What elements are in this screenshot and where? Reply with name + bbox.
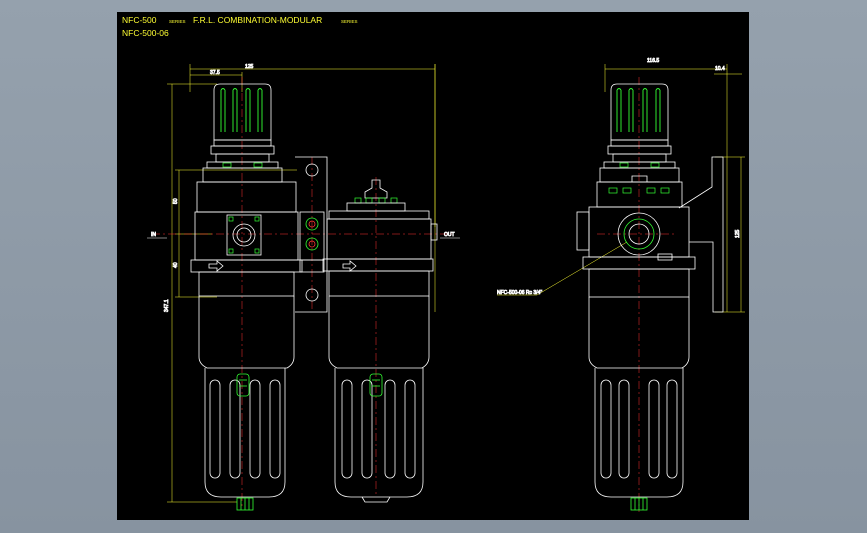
dim-side-height: 125 bbox=[735, 229, 741, 238]
side-dimension-lines bbox=[497, 64, 745, 313]
dim-inlet-offset: 37.5 bbox=[210, 70, 220, 76]
side-regulator-knob bbox=[599, 83, 680, 183]
dim-side-width: 116.5 bbox=[647, 58, 659, 64]
side-body bbox=[576, 181, 696, 298]
dim-upper-height: 50 bbox=[173, 198, 179, 204]
title-part-number: NFC-500-06 bbox=[122, 28, 169, 38]
lubricator-bowl bbox=[328, 296, 430, 503]
title-block: NFC-500 SERIES F.R.L. COMBINATION-MODULA… bbox=[122, 15, 358, 38]
cad-drawing: NFC-500 SERIES F.R.L. COMBINATION-MODULA… bbox=[122, 15, 745, 512]
filter-regulator-body bbox=[190, 181, 303, 297]
side-view: 116.5 10.4 125 NFC-500-06 Rc 3/4" bbox=[497, 58, 745, 512]
label-out: OUT bbox=[444, 232, 455, 238]
regulator-knob bbox=[202, 83, 283, 183]
front-view: 125 37.5 50 40 347.1 IN OUT bbox=[147, 64, 460, 511]
front-centerlines bbox=[152, 77, 452, 507]
filter-bowl bbox=[198, 296, 295, 511]
dim-side-offset: 10.4 bbox=[715, 66, 725, 72]
side-bracket bbox=[678, 156, 724, 313]
drawing-canvas: NFC-500 SERIES F.R.L. COMBINATION-MODULA… bbox=[117, 12, 749, 520]
front-dimension-lines bbox=[167, 64, 436, 503]
mounting-bracket bbox=[295, 156, 328, 313]
title-series-suffix-2: SERIES bbox=[341, 19, 358, 24]
title-model: NFC-500 bbox=[122, 15, 157, 25]
label-in: IN bbox=[151, 232, 156, 238]
side-bowl bbox=[588, 297, 690, 511]
title-name: F.R.L. COMBINATION-MODULAR bbox=[193, 15, 322, 25]
lubricator-head bbox=[322, 179, 438, 297]
port-callout: NFC-500-06 Rc 3/4" bbox=[497, 290, 542, 296]
dim-lower-height: 40 bbox=[173, 262, 179, 268]
title-series-suffix: SERIES bbox=[169, 19, 186, 24]
dim-total-height: 347.1 bbox=[164, 299, 170, 312]
side-centerlines bbox=[597, 77, 677, 512]
dim-overall-width: 125 bbox=[245, 64, 254, 70]
